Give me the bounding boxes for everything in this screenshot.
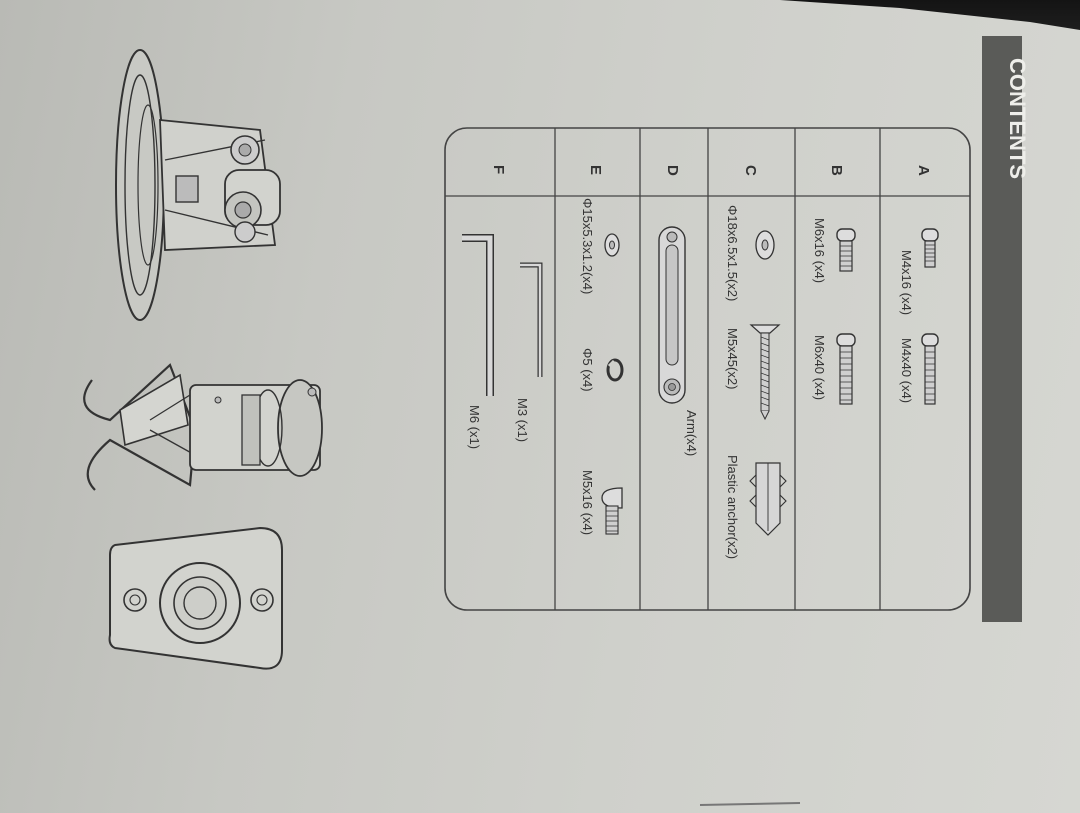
item-label: Φ5 (x4)	[580, 348, 595, 392]
item-label: M5x45(x2)	[725, 328, 740, 389]
small-allen-key-icon	[520, 262, 543, 377]
arm-bracket-icon	[658, 226, 686, 404]
wall-plate-illustration	[108, 526, 283, 670]
page-title: CONTENTS	[1005, 58, 1030, 179]
washer-icon	[755, 230, 775, 260]
item-label: Plastic anchor(x2)	[725, 455, 740, 559]
row-letter: B	[828, 165, 845, 176]
plastic-anchor-icon	[749, 462, 787, 536]
lock-washer-icon	[606, 358, 624, 382]
row-letter: C	[742, 165, 759, 176]
paper-fold	[699, 802, 801, 806]
hook-bracket-illustration	[83, 363, 323, 491]
item-label: M4x16 (x4)	[899, 250, 914, 315]
wood-screw-icon	[749, 324, 781, 421]
short-screw-icon	[836, 228, 856, 272]
large-allen-key-icon	[462, 234, 494, 396]
item-label: M4x40 (x4)	[899, 338, 914, 403]
item-label: M3 (x1)	[515, 398, 530, 442]
long-screw-icon	[836, 333, 856, 405]
item-label: Φ15x5.3x1.2(x4)	[580, 198, 595, 294]
washer-icon	[604, 233, 620, 257]
row-letter: F	[490, 165, 507, 174]
row-letter: D	[664, 165, 681, 176]
round-head-screw-icon	[601, 487, 623, 535]
header-band	[982, 36, 1022, 622]
item-label: M6 (x1)	[467, 405, 482, 449]
item-label: M5x16 (x4)	[580, 470, 595, 535]
row-letter: A	[915, 165, 932, 176]
item-label: M6x16 (x4)	[812, 218, 827, 283]
item-label: Arm(x4)	[684, 410, 699, 456]
long-screw-icon	[921, 333, 939, 405]
row-letter: E	[587, 165, 604, 175]
item-label: Φ18x6.5x1.5(x2)	[725, 205, 740, 301]
ceiling-mount-illustration	[115, 49, 281, 321]
item-label: M6x40 (x4)	[812, 335, 827, 400]
short-screw-icon	[921, 228, 939, 268]
